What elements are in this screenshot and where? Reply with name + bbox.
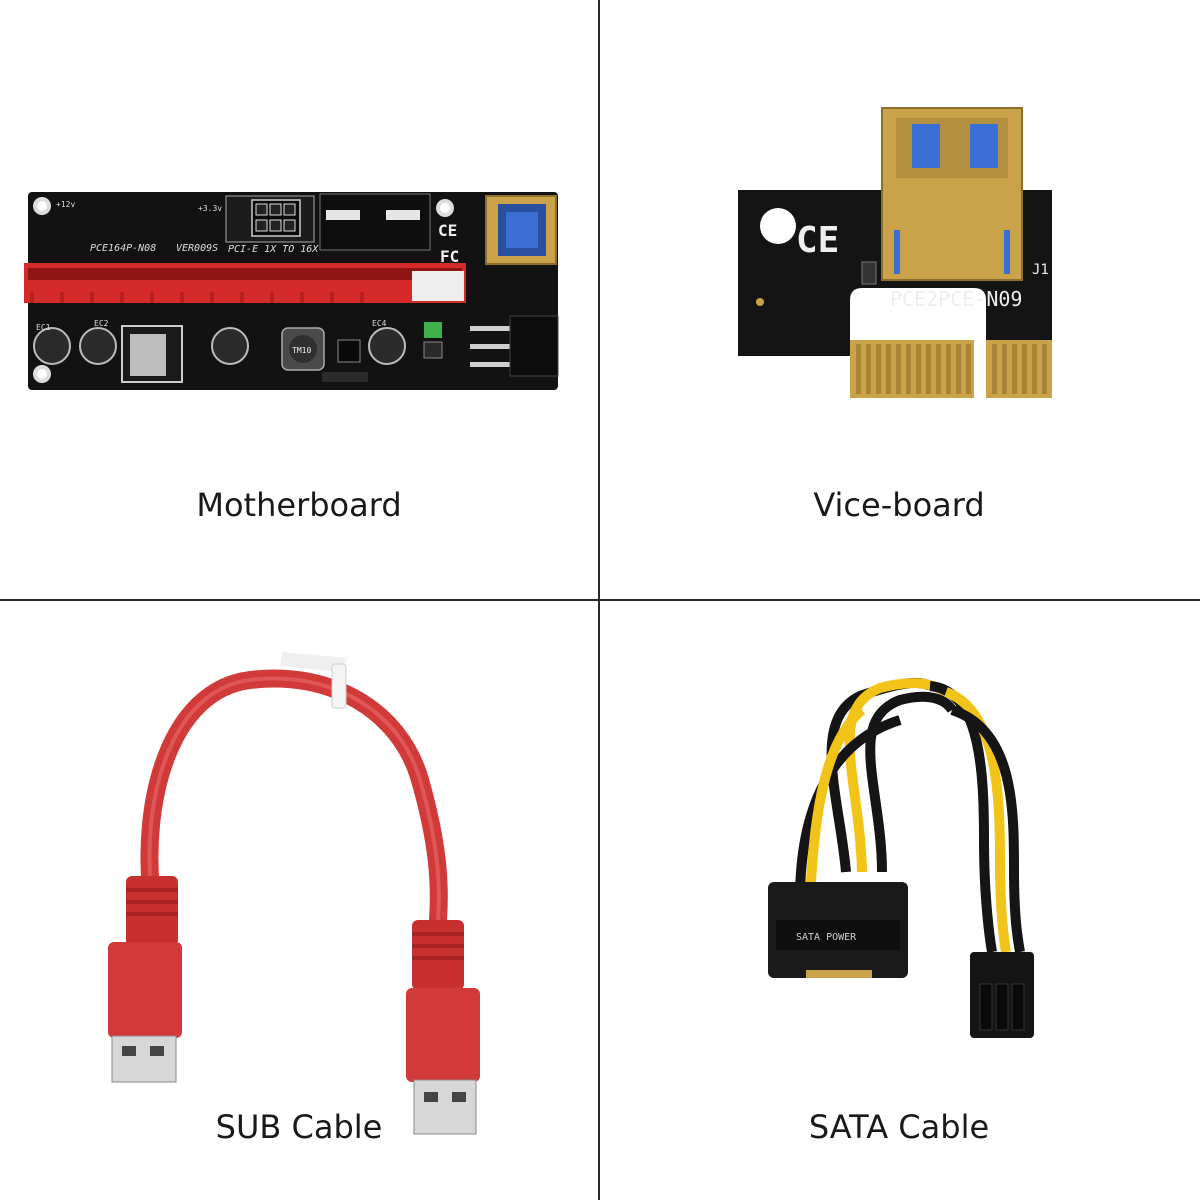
- ec4-label: EC4: [372, 319, 387, 328]
- version-label: VER009S: [176, 243, 218, 254]
- caption-sata-cable: SATA Cable: [808, 1108, 990, 1146]
- caption-sub-cable: SUB Cable: [215, 1108, 383, 1146]
- ec1-label: EC1: [36, 323, 51, 332]
- usb-cable-image: [108, 652, 480, 1135]
- ce-mark: CE: [796, 220, 839, 261]
- panel-sata-cable: SATA POWER SATA Cable: [600, 600, 1198, 1198]
- panel-motherboard: +12v +3.3v PCE164P-N08 VER009S PCI-E 1X …: [0, 0, 598, 598]
- ec2-label: EC2: [94, 319, 109, 328]
- horizontal-divider: [0, 599, 1200, 601]
- panel-vice-board: CE J1 PCE2PCE-N09: [600, 0, 1198, 598]
- caption-vice-board: Vice-board: [813, 486, 985, 524]
- inductor-label: TM10: [292, 346, 311, 355]
- caption-motherboard: Motherboard: [196, 486, 402, 524]
- panel-sub-cable: SUB Cable: [0, 600, 598, 1198]
- slot-label: PCI-E 1X TO 16X: [228, 244, 319, 255]
- svg-text:FC: FC: [440, 247, 459, 266]
- v12-label: +12v: [56, 200, 75, 209]
- sata-power-label: SATA POWER: [796, 932, 857, 943]
- model-label: PCE164P-N08: [90, 243, 156, 254]
- svg-text:CE: CE: [438, 221, 457, 240]
- model-label: PCE2PCE-N09: [890, 287, 1022, 311]
- j1-label: J1: [1032, 262, 1049, 278]
- motherboard-image: +12v +3.3v PCE164P-N08 VER009S PCI-E 1X …: [24, 192, 559, 390]
- v33-label: +3.3v: [198, 204, 222, 213]
- vice-board-image: CE J1 PCE2PCE-N09: [738, 107, 1052, 398]
- sata-cable-image: SATA POWER: [768, 677, 1034, 1038]
